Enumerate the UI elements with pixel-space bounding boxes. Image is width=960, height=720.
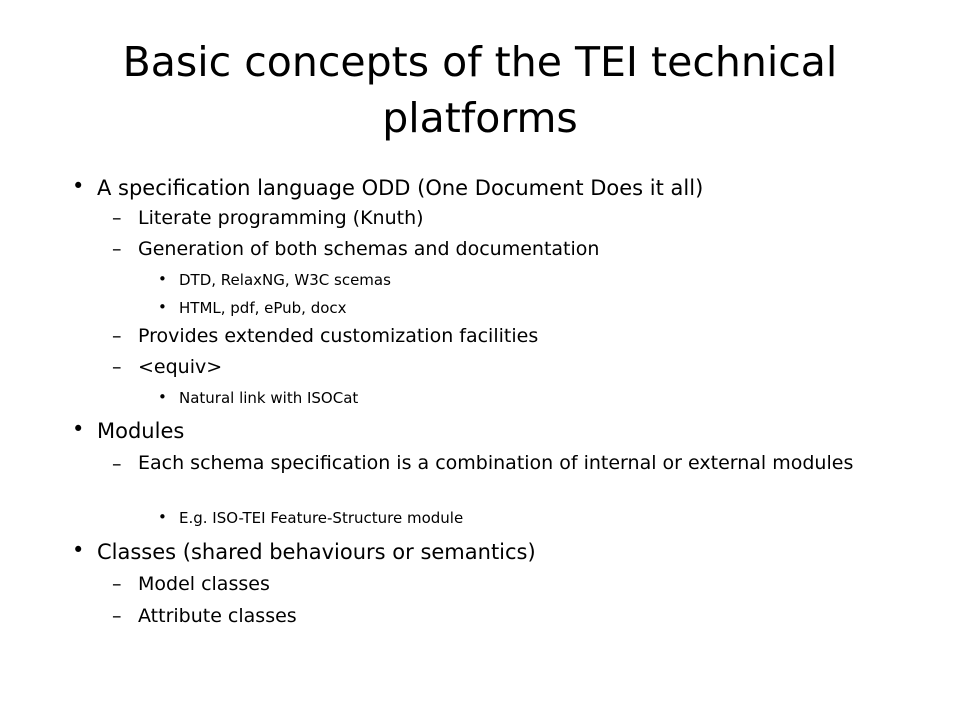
list-item: HTML, pdf, ePub, docx xyxy=(179,299,347,317)
dash-marker: – xyxy=(112,573,122,595)
bullet-marker: • xyxy=(72,417,85,441)
list-item: Model classes xyxy=(138,573,270,595)
list-item: Classes (shared behaviours or semantics) xyxy=(97,540,536,564)
bullet-marker: • xyxy=(158,388,167,406)
bullet-marker: • xyxy=(158,270,167,288)
list-item: E.g. ISO-TEI Feature-Structure module xyxy=(179,509,464,527)
dash-marker: – xyxy=(112,356,122,378)
list-item: DTD, RelaxNG, W3C scemas xyxy=(179,271,391,289)
bullet-marker: • xyxy=(158,508,167,526)
list-item: Provides extended customization faciliti… xyxy=(138,325,539,347)
dash-marker: – xyxy=(112,207,122,229)
list-item: Each schema specification is a combinati… xyxy=(138,452,854,474)
dash-marker: – xyxy=(112,605,122,627)
dash-marker: – xyxy=(112,238,122,260)
list-item: <equiv> xyxy=(138,356,223,378)
dash-marker: – xyxy=(112,325,122,347)
list-item: Modules xyxy=(97,419,185,443)
list-item: Literate programming (Knuth) xyxy=(138,207,424,229)
slide-title: Basic concepts of the TEI technical plat… xyxy=(122,38,838,142)
bullet-marker: • xyxy=(72,174,85,198)
list-item: A specification language ODD (One Docume… xyxy=(97,176,704,200)
list-item: Generation of both schemas and documenta… xyxy=(138,238,600,260)
dash-marker: – xyxy=(112,453,122,475)
bullet-marker: • xyxy=(72,538,85,562)
bullet-marker: • xyxy=(158,298,167,316)
list-item: Attribute classes xyxy=(138,605,297,627)
list-item: Natural link with ISOCat xyxy=(179,389,359,407)
